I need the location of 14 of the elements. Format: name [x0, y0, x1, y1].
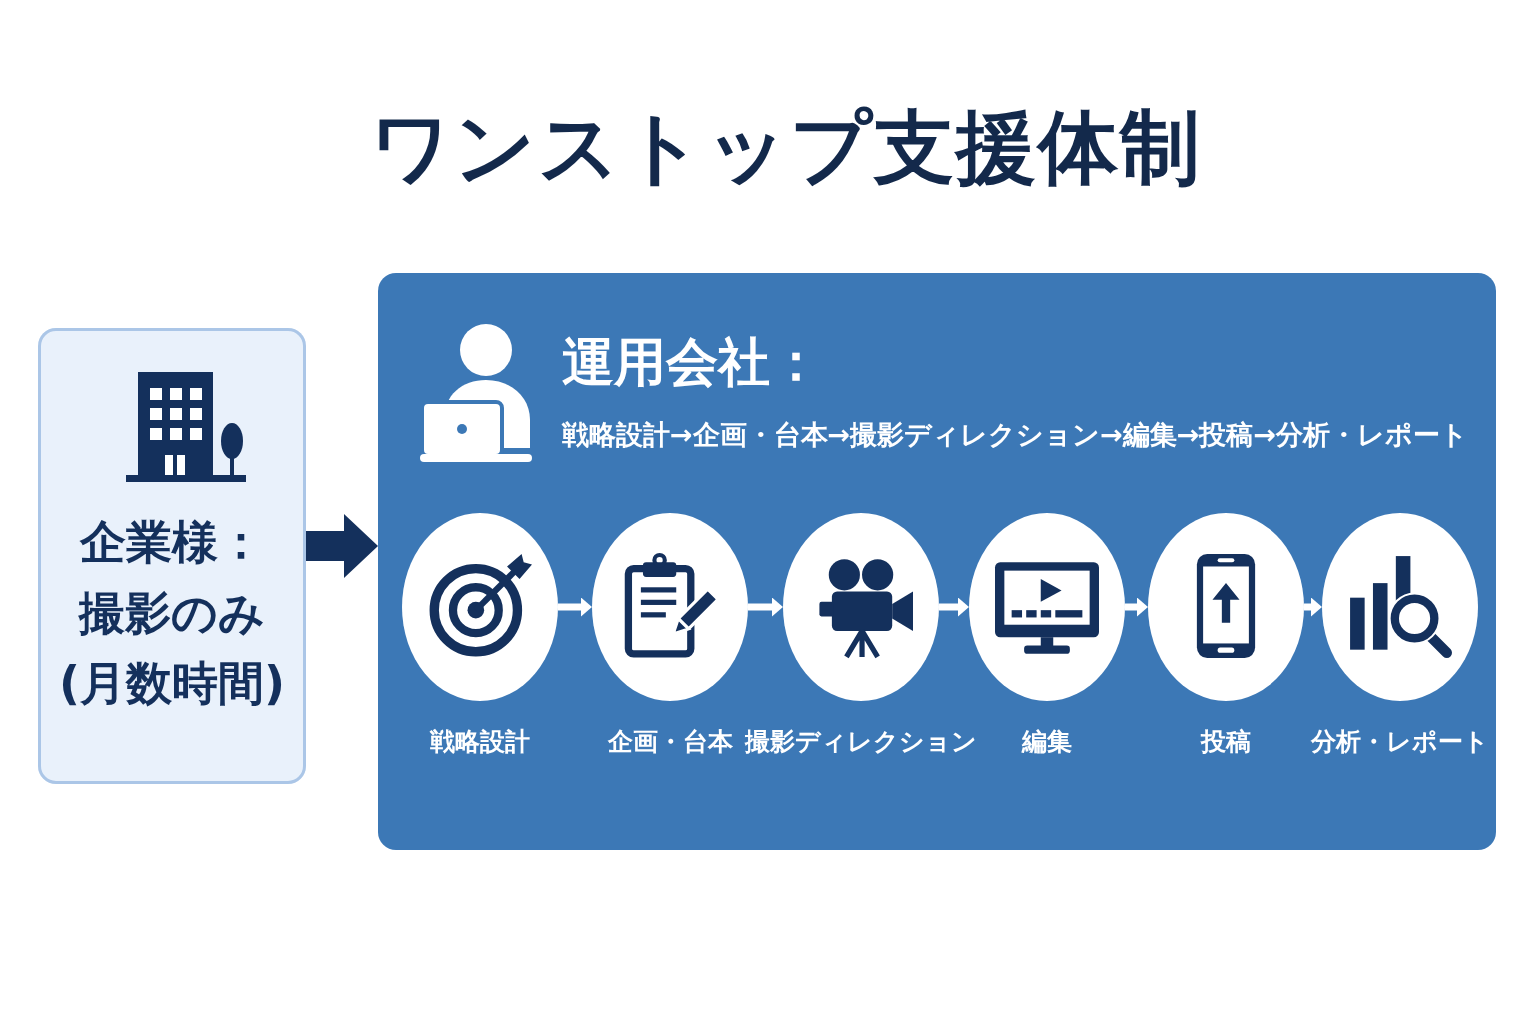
title: ワンストップ支援体制	[370, 100, 1202, 196]
step-label: 編集	[1022, 727, 1072, 757]
arrow	[306, 514, 378, 578]
step-label: 企画・台本	[607, 727, 733, 757]
box-text: 撮影のみ(月数時間)	[57, 585, 286, 712]
process-text: 戦略設計→企画・台本→撮影ディレクション→編集→投稿→分析・レポート	[562, 418, 1469, 452]
step-label: 投稿	[1201, 727, 1251, 757]
step-label: 戦略設計	[430, 727, 530, 757]
panel	[378, 273, 1496, 850]
step-label: 撮影ディレクション	[745, 727, 977, 757]
client-box	[38, 328, 306, 784]
step-label: 分析・レポート	[1311, 727, 1489, 757]
box-heading: 企業様：	[80, 515, 264, 571]
panel-heading: 運用会社：	[562, 330, 822, 394]
